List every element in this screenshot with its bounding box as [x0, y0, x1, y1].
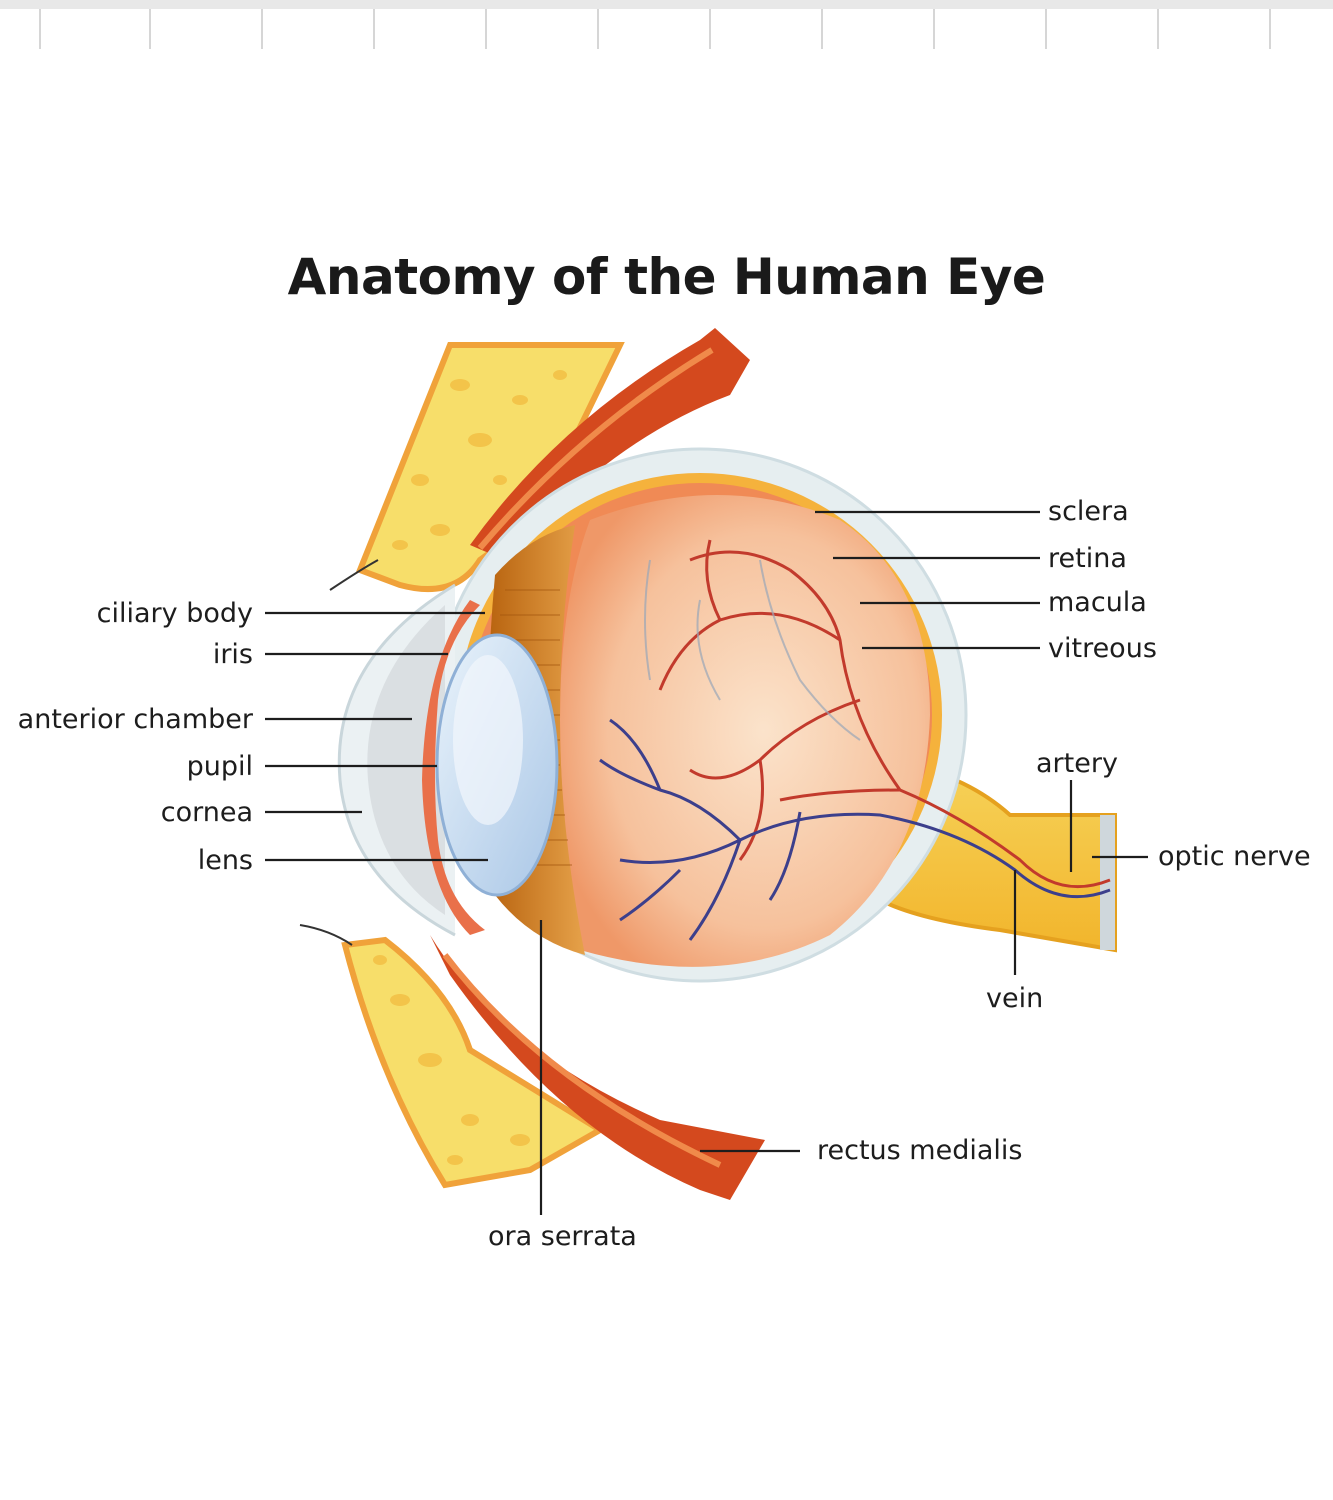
- lower-bone-pores: [373, 955, 530, 1165]
- vein-network: [599, 718, 1111, 941]
- label-rectus-medialis: rectus medialis: [817, 1135, 1023, 1166]
- lower-nerve-fibers: [299, 924, 353, 946]
- curtain-rod: [0, 0, 1333, 9]
- lower-muscle: [430, 935, 765, 1200]
- label-optic-nerve: optic nerve: [1158, 841, 1311, 872]
- label-macula: macula: [1048, 587, 1147, 618]
- label-ora-serrata: ora serrata: [488, 1221, 637, 1252]
- label-iris: iris: [212, 639, 253, 670]
- pale-vessels: [644, 559, 861, 741]
- label-cornea: cornea: [160, 797, 253, 828]
- label-vitreous: vitreous: [1048, 633, 1157, 664]
- upper-nerve-fibers: [329, 559, 379, 591]
- label-vein: vein: [986, 983, 1044, 1014]
- leader-lines: [265, 510, 1148, 1215]
- label-artery: artery: [1036, 748, 1118, 779]
- label-lens: lens: [197, 845, 253, 876]
- lower-bone: [341, 936, 606, 1189]
- label-ciliary-body: ciliary body: [96, 598, 253, 629]
- label-retina: retina: [1048, 543, 1127, 574]
- curtain-hooks: [39, 9, 1271, 49]
- upper-bone-pores: [392, 370, 567, 550]
- label-anterior-chamber: anterior chamber: [17, 704, 253, 735]
- iris: [422, 600, 485, 935]
- page-title: Anatomy of the Human Eye: [287, 248, 1046, 306]
- label-pupil: pupil: [186, 751, 253, 782]
- label-sclera: sclera: [1048, 496, 1129, 527]
- vitreous-body: [560, 495, 930, 967]
